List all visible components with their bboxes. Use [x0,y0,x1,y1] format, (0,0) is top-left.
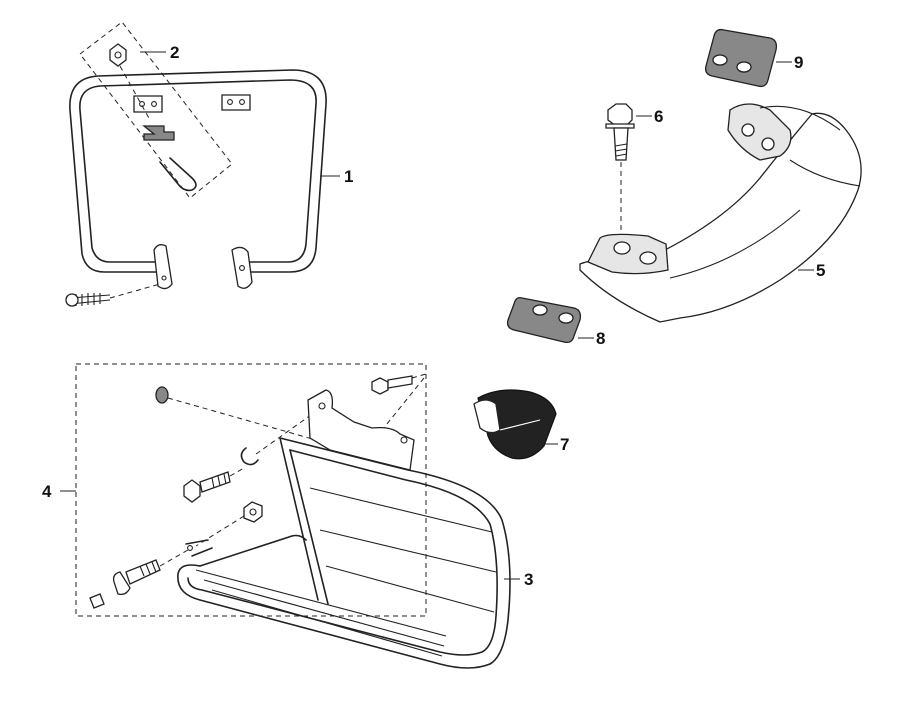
callout-5: 5 [816,261,825,280]
callout-7: 7 [560,435,569,454]
callout-1: 1 [344,167,353,186]
part-9-plate [704,28,778,88]
part-8-plate [506,296,582,344]
part-3-luggage-rack [177,389,511,669]
part-6-bolt [605,103,635,238]
part-4-hardware-kit [75,363,427,617]
callout-4: 4 [42,482,52,501]
callout-9: 9 [794,53,803,72]
part-1-rail [65,69,327,307]
callout-6: 6 [654,107,663,126]
callout-8: 8 [596,329,605,348]
callout-2: 2 [170,43,179,62]
callout-3: 3 [524,570,533,589]
part-2-mount-kit [79,21,233,199]
part-5-grab-handle [579,103,862,323]
part-7-damper [473,389,557,460]
